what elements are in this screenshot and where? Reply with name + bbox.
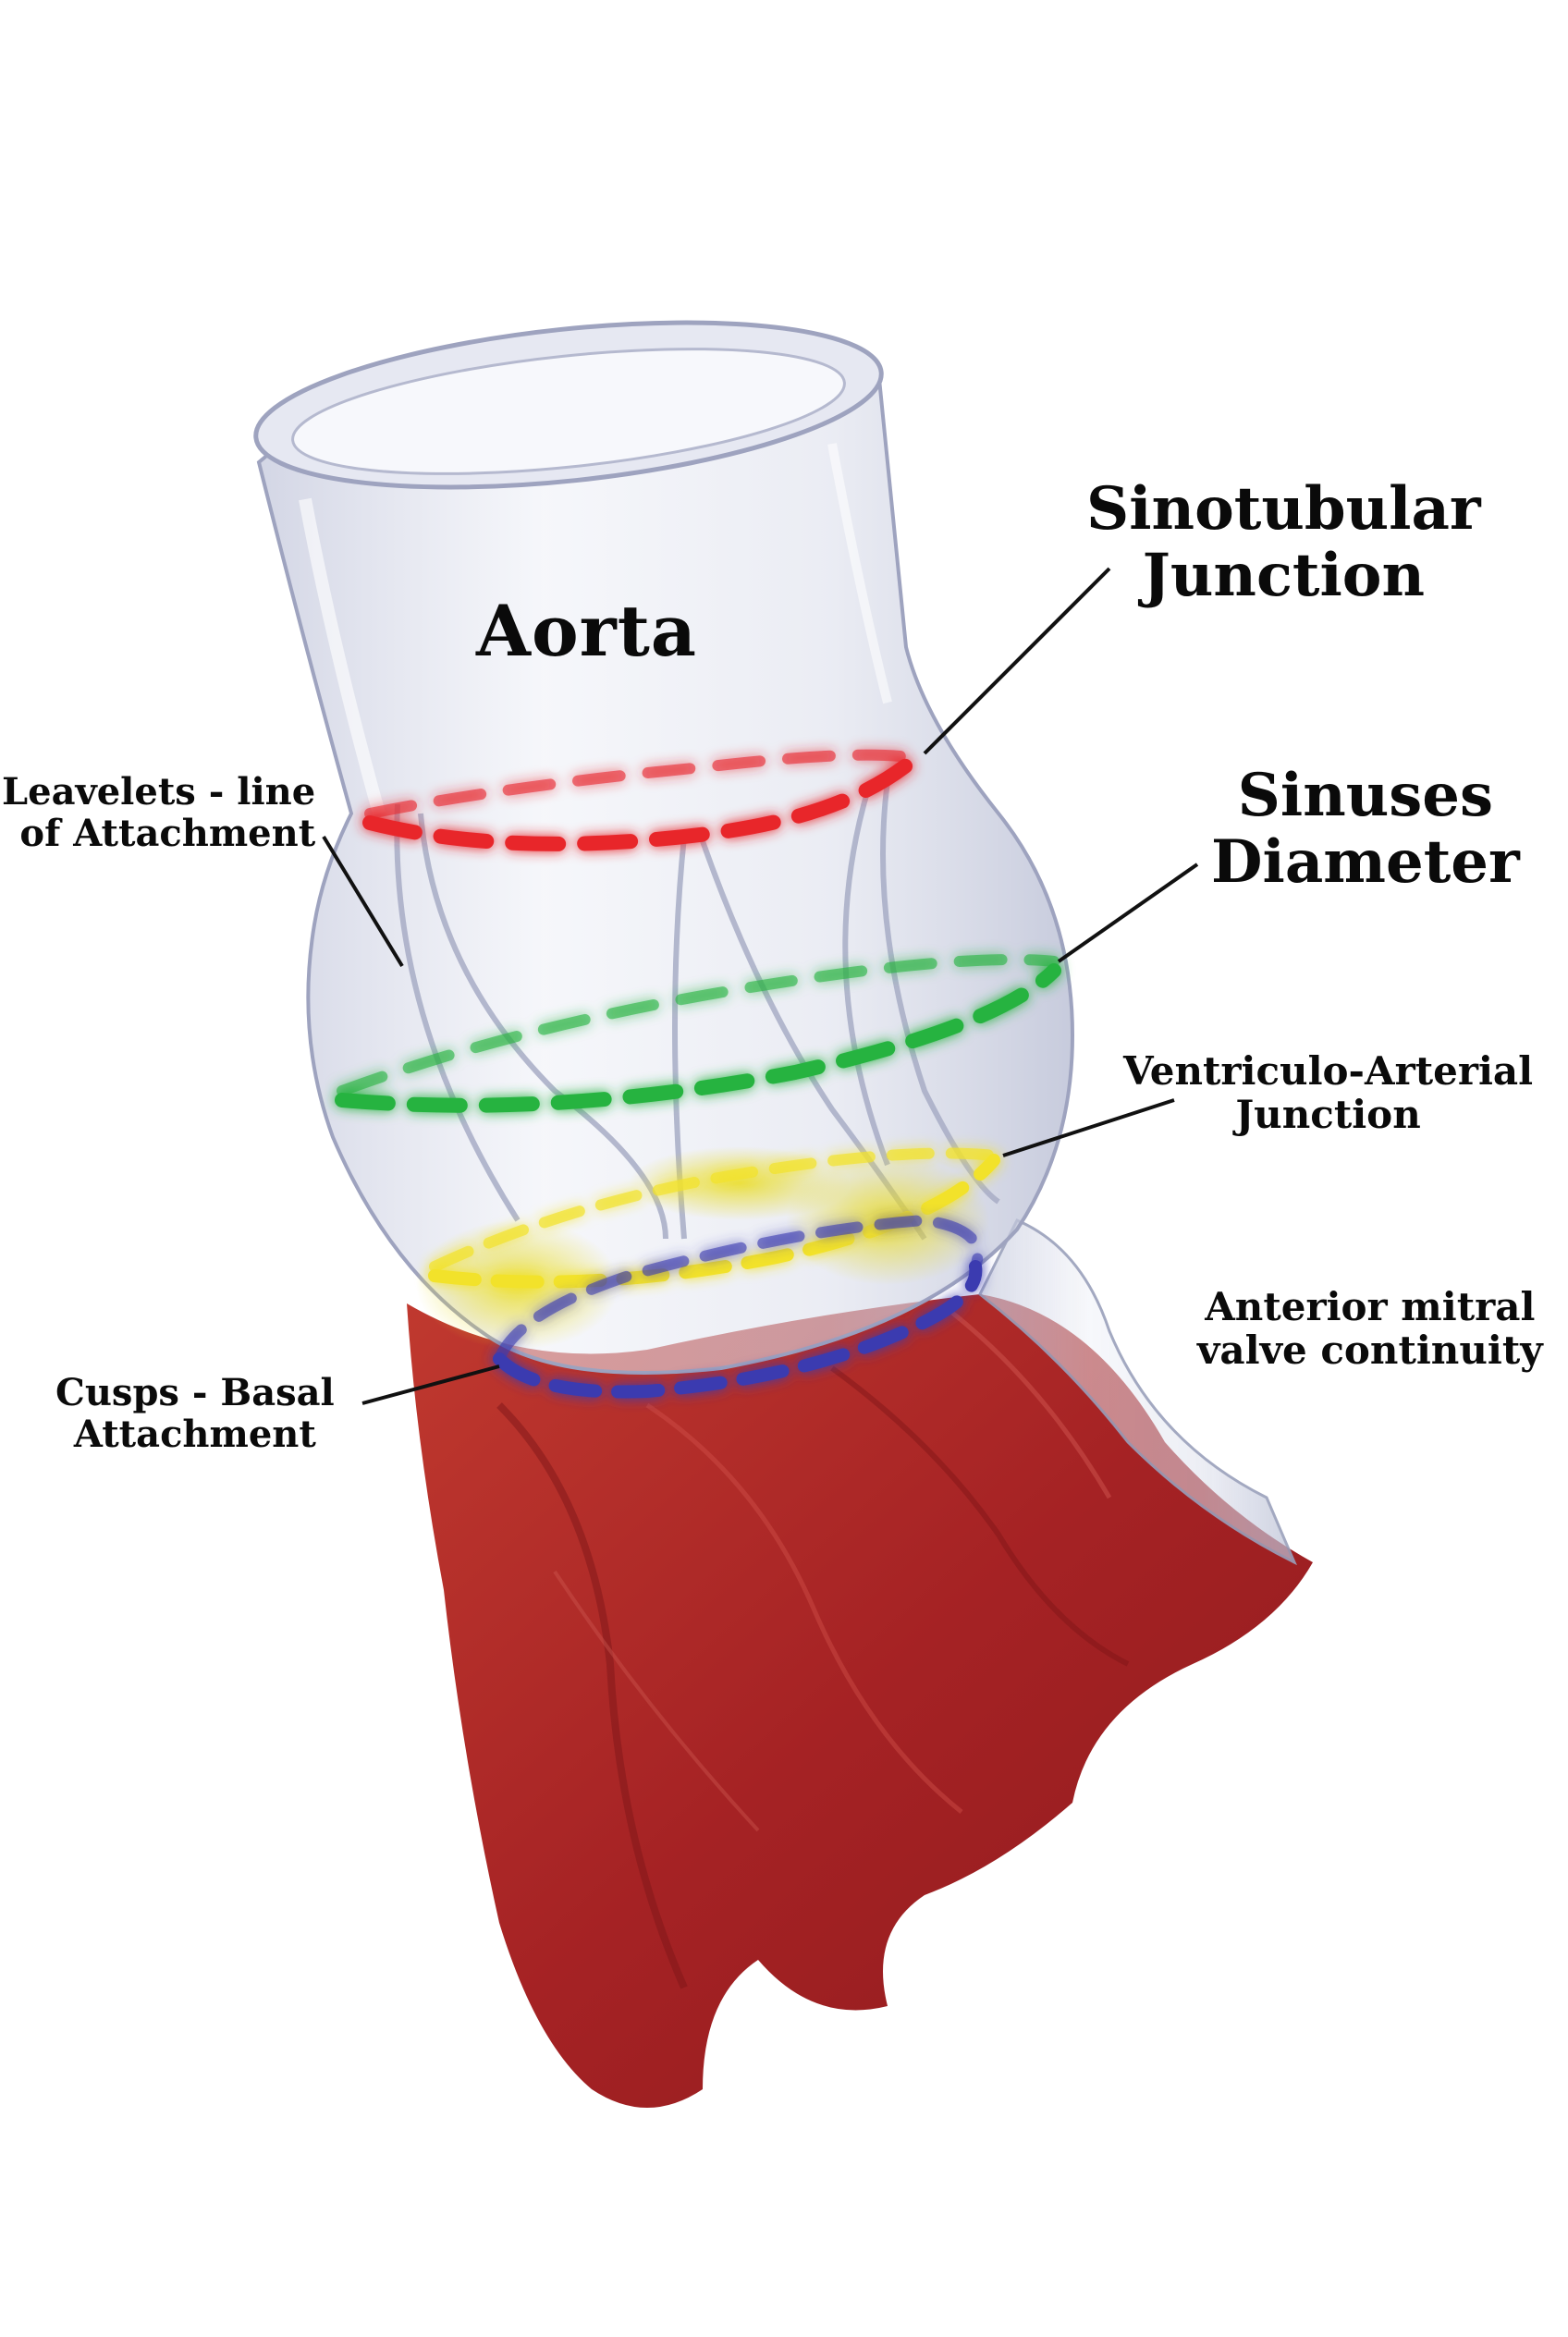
label-sinuses-diameter: Sinuses Diameter (1211, 763, 1520, 895)
leader-sinotubular (923, 567, 1111, 755)
sinuses-ring (335, 954, 1061, 1113)
label-anterior-mitral-continuity: Anterior mitral valve continuity (1197, 1285, 1543, 1372)
label-ventriculo-arterial-junction: Ventriculo-Arterial Junction (1123, 1049, 1533, 1136)
sinotubular-ring (362, 749, 923, 851)
cusp-glow-top (629, 1146, 851, 1220)
label-sinuses-line1: Sinuses (1237, 761, 1494, 830)
mitral-continuity-sleeve (978, 1218, 1297, 1566)
label-ventriculo-line1: Ventriculo-Arterial (1123, 1048, 1534, 1094)
ventriculo-arterial-ring (428, 1147, 1000, 1289)
label-leavelets-line2: of Attachment (19, 811, 316, 855)
leader-ventriculo (1002, 1098, 1175, 1157)
label-cusps-line2: Attachment (73, 1412, 316, 1456)
label-cusps-basal-attachment: Cusps - Basal Attachment (55, 1371, 335, 1456)
label-mitral-line2: valve continuity (1197, 1328, 1543, 1374)
leader-sinuses (1057, 863, 1199, 963)
label-sinotubular-line2: Junction (1142, 540, 1426, 610)
label-leavelets-line1: Leavelets - line (2, 770, 316, 814)
leader-leavelets (322, 835, 404, 968)
label-aorta: Aorta (476, 590, 698, 672)
label-sinotubular-line1: Sinotubular (1086, 474, 1481, 544)
label-ventriculo-line2: Junction (1235, 1092, 1421, 1138)
label-sinuses-line2: Diameter (1211, 826, 1520, 897)
label-cusps-line1: Cusps - Basal (55, 1371, 335, 1414)
leader-lines (322, 567, 1199, 1405)
ventricular-muscle (407, 1294, 1313, 2108)
label-mitral-line1: Anterior mitral (1205, 1284, 1536, 1329)
label-sinotubular-junction: Sinotubular Junction (1086, 476, 1481, 608)
basal-attachment-ring (493, 1214, 984, 1399)
label-leavelets-attachment: Leavelets - line of Attachment (2, 770, 316, 855)
leader-cusps (361, 1364, 500, 1405)
